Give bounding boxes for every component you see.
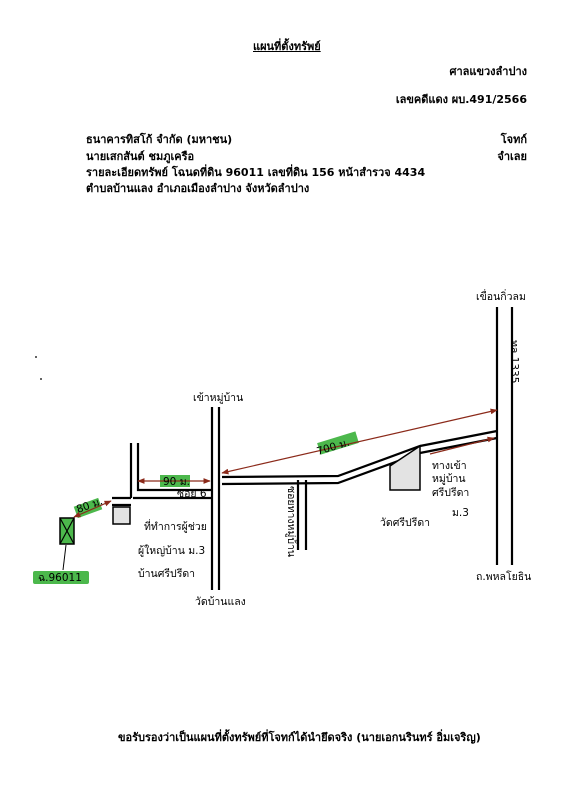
village-entrance-arrow bbox=[429, 436, 495, 455]
scan-dot bbox=[35, 356, 37, 358]
dam-label: เขื่อนกิ่วลม bbox=[476, 289, 526, 303]
court-name: ศาลแขวงลำปาง bbox=[449, 65, 527, 78]
distance-700-arrow bbox=[221, 408, 498, 475]
deed-label-highlight bbox=[33, 571, 89, 584]
defendant-name: นายเสกสันต์ ชมภูเครือ bbox=[86, 150, 195, 163]
property-plot bbox=[59, 517, 75, 545]
village-entrance-label-4: ม.3 bbox=[452, 507, 469, 519]
assistant-headman-office-building bbox=[112, 506, 131, 525]
scan-dot bbox=[40, 378, 42, 380]
deed-label: ฉ.96011 bbox=[38, 572, 82, 584]
wat-sripreeda-label: วัดศรีปรีดา bbox=[380, 516, 430, 529]
highway-label: ทล.1335 bbox=[508, 340, 520, 383]
plaintiff-name: ธนาคารทิสโก้ จำกัด (มหาชน) bbox=[86, 133, 233, 146]
wat-banlaeng-label: วัดบ้านแลง bbox=[195, 596, 246, 608]
soi-6-label: ซอย 6 bbox=[177, 488, 207, 500]
plaintiff-role: โจทก์ bbox=[500, 133, 527, 146]
left-branch-road bbox=[112, 496, 131, 507]
village-vertical-road bbox=[210, 407, 221, 590]
case-number: เลขคดีแดง ผบ.491/2566 bbox=[395, 93, 527, 106]
village-entrance-label-3: ศรีปรีดา bbox=[432, 486, 469, 499]
certification-text: ขอรับรองว่าเป็นแผนที่ตั้งทรัพย์ที่โจทก์ไ… bbox=[118, 731, 481, 744]
soi-6-road bbox=[129, 443, 212, 500]
village-entrance-label-2: หมู่บ้าน bbox=[432, 473, 466, 485]
defendant-role: จำเลย bbox=[497, 150, 527, 163]
deed-pointer-line bbox=[62, 544, 67, 571]
village-road bbox=[296, 480, 308, 550]
office-label-1: ที่ทำการผู้ช่วย bbox=[144, 519, 207, 533]
phahon-road-label: ถ.พหลโยธิน bbox=[476, 570, 531, 583]
property-detail: รายละเอียดทรัพย์ โฉนดที่ดิน 96011 เลขที่… bbox=[86, 166, 426, 179]
distance-80-arrow bbox=[73, 500, 112, 518]
office-label-2: ผู้ใหญ่บ้าน ม.3 bbox=[138, 544, 205, 557]
village-road-label: ซอยทางหมู่บ้าน bbox=[285, 486, 297, 557]
village-entrance-top-label: เข้าหมู่บ้าน bbox=[193, 392, 243, 404]
page-title: แผนที่ตั้งทรัพย์ bbox=[253, 40, 321, 53]
village-entrance-label-1: ทางเข้า bbox=[432, 460, 467, 472]
office-label-3: บ้านศรีปรีดา bbox=[138, 567, 195, 580]
distance-90-label: 90 ม. bbox=[163, 476, 190, 488]
property-location: ตำบลบ้านแลง อำเภอเมืองลำปาง จังหวัดลำปาง bbox=[86, 182, 310, 195]
